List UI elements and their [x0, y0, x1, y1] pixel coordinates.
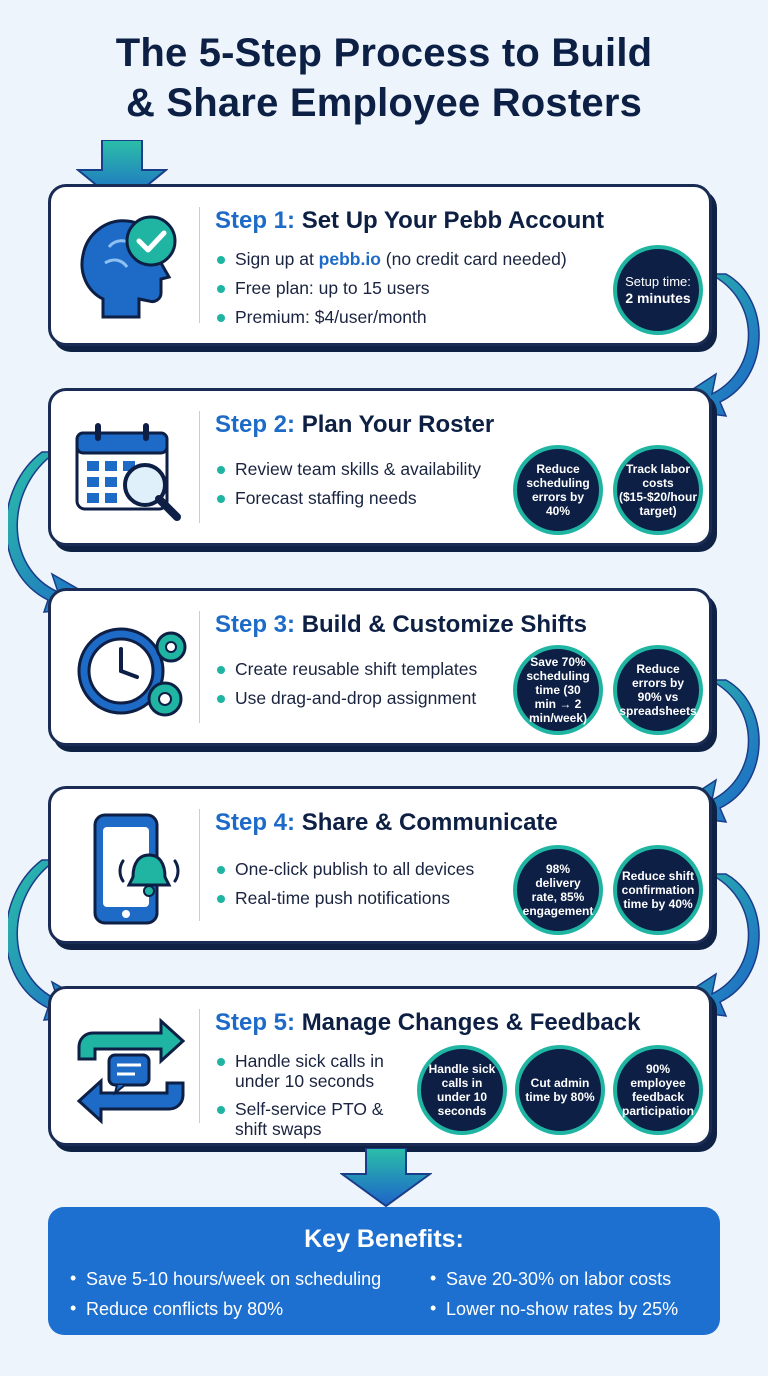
calendar-magnifier-icon: [75, 423, 181, 521]
step-card-3: Step 3: Build & Customize Shifts Create …: [48, 588, 712, 746]
list-item: Real-time push notifications: [215, 884, 474, 913]
swap-arrows-chat-icon: [76, 1017, 186, 1125]
list-item: Handle sick calls in under 10 seconds: [215, 1051, 415, 1091]
step-4-divider: [199, 809, 200, 921]
step-2-title-text: Plan Your Roster: [301, 411, 495, 438]
step-3-bullets: Create reusable shift templates Use drag…: [215, 655, 477, 713]
step-2-icon-box: [65, 411, 215, 531]
step-5-divider: [199, 1009, 200, 1123]
step-2-title: Step 2: Plan Your Roster: [215, 411, 494, 439]
head-checkmark-icon: [80, 215, 177, 319]
step-card-2: Step 2: Plan Your Roster Review team ski…: [48, 388, 712, 546]
step-2-bullets: Review team skills & availability Foreca…: [215, 455, 481, 513]
stat-badge: Cut admin time by 80%: [515, 1045, 605, 1135]
down-arrow-icon: [340, 1148, 432, 1208]
benefit-item: Reduce conflicts by 80%: [70, 1298, 283, 1320]
step-card-4: Step 4: Share & Communicate One-click pu…: [48, 786, 712, 944]
stat-badge: Handle sick calls in under 10 seconds: [417, 1045, 507, 1135]
step-4-title-text: Share & Communicate: [301, 809, 558, 836]
benefit-item: Save 5-10 hours/week on scheduling: [70, 1268, 381, 1290]
stat-badge: Reduce shift confirmation time by 40%: [613, 845, 703, 935]
step-card-1: Step 1: Set Up Your Pebb Account Sign up…: [48, 184, 712, 346]
phone-bell-icon: [93, 813, 180, 925]
title-line-1: The 5-Step Process to Build: [115, 31, 653, 75]
key-benefits-panel: Key Benefits: Save 5-10 hours/week on sc…: [48, 1207, 720, 1335]
step-3-title: Step 3: Build & Customize Shifts: [215, 611, 587, 639]
stat-badge: 98% delivery rate, 85% engagement: [513, 845, 603, 935]
list-item: Sign up at pebb.io (no credit card neede…: [215, 245, 567, 274]
step-1-title: Step 1: Set Up Your Pebb Account: [215, 207, 604, 235]
list-item: Forecast staffing needs: [215, 484, 481, 513]
list-item: Review team skills & availability: [215, 455, 481, 484]
step-2-number: Step 2:: [215, 411, 296, 438]
list-item: Premium: $4/user/month: [215, 303, 567, 332]
stat-badge: Track labor costs ($15-$20/hour target): [613, 445, 703, 535]
pebb-link[interactable]: pebb.io: [318, 249, 381, 269]
step-3-title-text: Build & Customize Shifts: [301, 611, 588, 638]
step-5-icon-box: [65, 1011, 215, 1131]
step-1-number: Step 1:: [215, 207, 296, 234]
step-3-icon-box: [65, 611, 215, 731]
list-item: Use drag-and-drop assignment: [215, 684, 477, 713]
clock-gears-icon: [77, 627, 187, 717]
step-4-number: Step 4:: [215, 809, 296, 836]
benefits-title: Key Benefits:: [304, 1225, 464, 1253]
list-item: Self-service PTO & shift swaps: [215, 1099, 415, 1139]
step-5-title-text: Manage Changes & Feedback: [301, 1009, 641, 1036]
step-5-bullets: Handle sick calls in under 10 seconds Se…: [215, 1051, 415, 1147]
step-4-icon-box: [65, 811, 215, 931]
list-item: Create reusable shift templates: [215, 655, 477, 684]
title-line-2: & Share Employee Rosters: [125, 81, 643, 125]
step-1-title-text: Set Up Your Pebb Account: [301, 207, 604, 234]
step-3-divider: [199, 611, 200, 723]
step-4-title: Step 4: Share & Communicate: [215, 809, 558, 837]
list-item: One-click publish to all devices: [215, 855, 474, 884]
benefit-item: Save 20-30% on labor costs: [430, 1268, 671, 1290]
stat-badge: Reduce errors by 90% vs spreadsheets: [613, 645, 703, 735]
step-5-title: Step 5: Manage Changes & Feedback: [215, 1009, 640, 1037]
step-3-number: Step 3:: [215, 611, 296, 638]
stat-badge: 90% employee feedback participation: [613, 1045, 703, 1135]
benefit-item: Lower no-show rates by 25%: [430, 1298, 678, 1320]
step-1-bullets: Sign up at pebb.io (no credit card neede…: [215, 245, 567, 332]
step-5-number: Step 5:: [215, 1009, 296, 1036]
stat-badge: Save 70% scheduling time (30 min → 2 min…: [513, 645, 603, 735]
list-item: Free plan: up to 15 users: [215, 274, 567, 303]
page-title: The 5-Step Process to Build & Share Empl…: [0, 28, 768, 128]
step-2-divider: [199, 411, 200, 523]
stat-badge: Setup time: 2 minutes: [613, 245, 703, 335]
step-card-5: Step 5: Manage Changes & Feedback Handle…: [48, 986, 712, 1146]
step-1-divider: [199, 207, 200, 323]
step-4-bullets: One-click publish to all devices Real-ti…: [215, 855, 474, 913]
step-1-icon-box: [65, 207, 215, 327]
stat-badge: Reduce scheduling errors by 40%: [513, 445, 603, 535]
